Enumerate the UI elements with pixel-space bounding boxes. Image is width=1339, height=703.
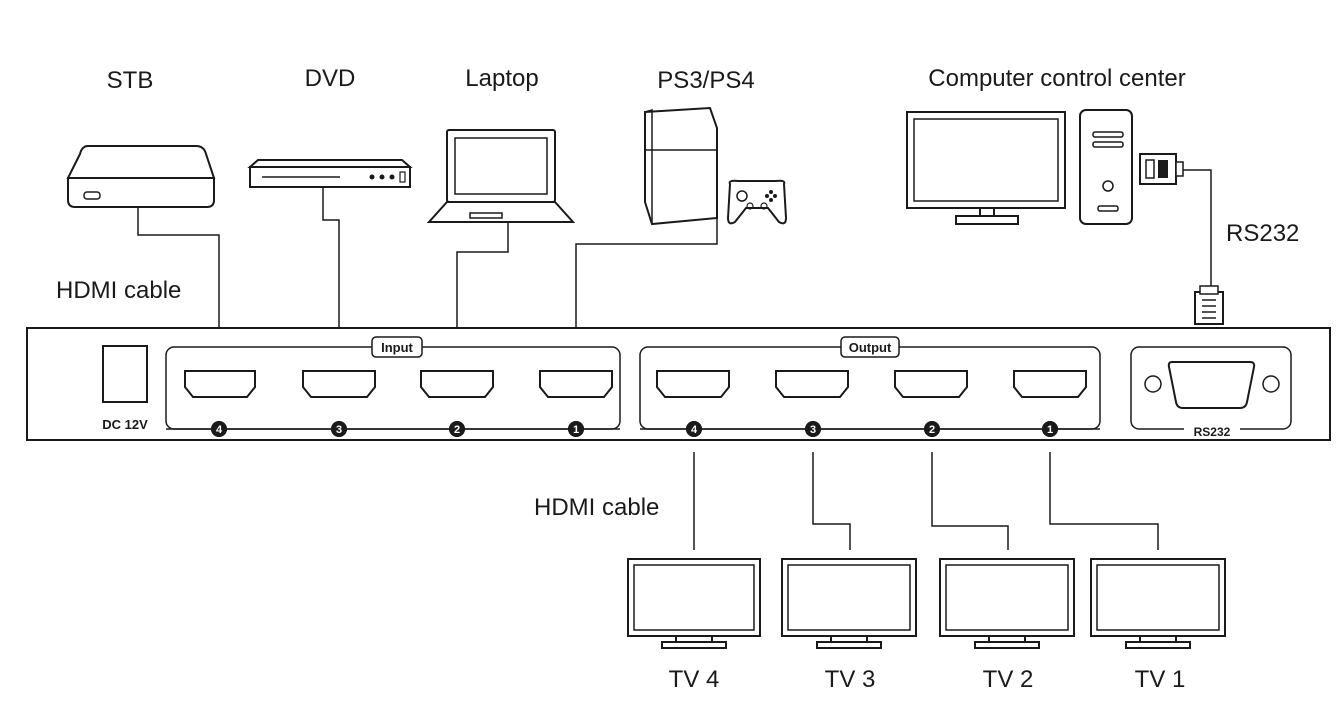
tv-1-label: TV 1 bbox=[1135, 666, 1186, 693]
svg-text:3: 3 bbox=[810, 424, 816, 436]
tv-2-label: TV 2 bbox=[983, 666, 1034, 693]
output-label: Output bbox=[849, 340, 892, 355]
stb-icon bbox=[66, 145, 216, 208]
ps-label: PS3/PS4 bbox=[657, 67, 754, 94]
ps-console-icon bbox=[644, 106, 718, 226]
dvd-icon bbox=[247, 159, 413, 188]
wire-rs232 bbox=[1183, 169, 1212, 286]
computer-label: Computer control center bbox=[928, 65, 1185, 92]
port-number-texts: 4 3 2 1 4 3 2 1 bbox=[216, 424, 1053, 436]
rs232-port bbox=[1130, 346, 1292, 438]
svg-text:2: 2 bbox=[454, 424, 460, 436]
tv-1-icon bbox=[1090, 558, 1226, 649]
wire-ps bbox=[575, 218, 718, 372]
power-port bbox=[102, 345, 148, 403]
rs232-connector-bottom-icon bbox=[1194, 285, 1224, 325]
svg-text:4: 4 bbox=[216, 424, 223, 436]
monitor-icon bbox=[906, 111, 1066, 225]
tv-3-label: TV 3 bbox=[825, 666, 876, 693]
game-controller-icon bbox=[726, 179, 788, 225]
laptop-label: Laptop bbox=[465, 65, 538, 92]
hdmi-cable-label-top: HDMI cable bbox=[56, 277, 181, 304]
dvd-label: DVD bbox=[305, 65, 356, 92]
svg-text:2: 2 bbox=[929, 424, 935, 436]
svg-text:3: 3 bbox=[336, 424, 342, 436]
wire-tv2 bbox=[931, 452, 1009, 550]
wire-laptop bbox=[456, 222, 509, 372]
rs232-cable-label: RS232 bbox=[1226, 220, 1299, 247]
hdmi-cable-label-bottom: HDMI cable bbox=[534, 494, 659, 521]
input-label: Input bbox=[381, 340, 413, 355]
wire-stb bbox=[137, 208, 220, 372]
wire-tv1 bbox=[1049, 452, 1159, 550]
tv-2-icon bbox=[939, 558, 1075, 649]
rs232-port-label: RS232 bbox=[1194, 425, 1231, 439]
pc-tower-icon bbox=[1079, 109, 1133, 225]
svg-text:1: 1 bbox=[573, 424, 579, 436]
svg-text:4: 4 bbox=[691, 424, 698, 436]
power-label: DC 12V bbox=[102, 417, 148, 432]
stb-label: STB bbox=[107, 67, 154, 94]
tv-4-label: TV 4 bbox=[669, 666, 720, 693]
port-number-badges bbox=[211, 421, 1058, 437]
wire-dvd bbox=[322, 188, 340, 372]
tv-4-icon bbox=[627, 558, 761, 649]
tv-3-icon bbox=[781, 558, 917, 649]
wire-tv3 bbox=[812, 452, 851, 550]
rs232-connector-top-icon bbox=[1139, 153, 1184, 185]
laptop-icon bbox=[426, 129, 576, 223]
svg-text:1: 1 bbox=[1047, 424, 1053, 436]
